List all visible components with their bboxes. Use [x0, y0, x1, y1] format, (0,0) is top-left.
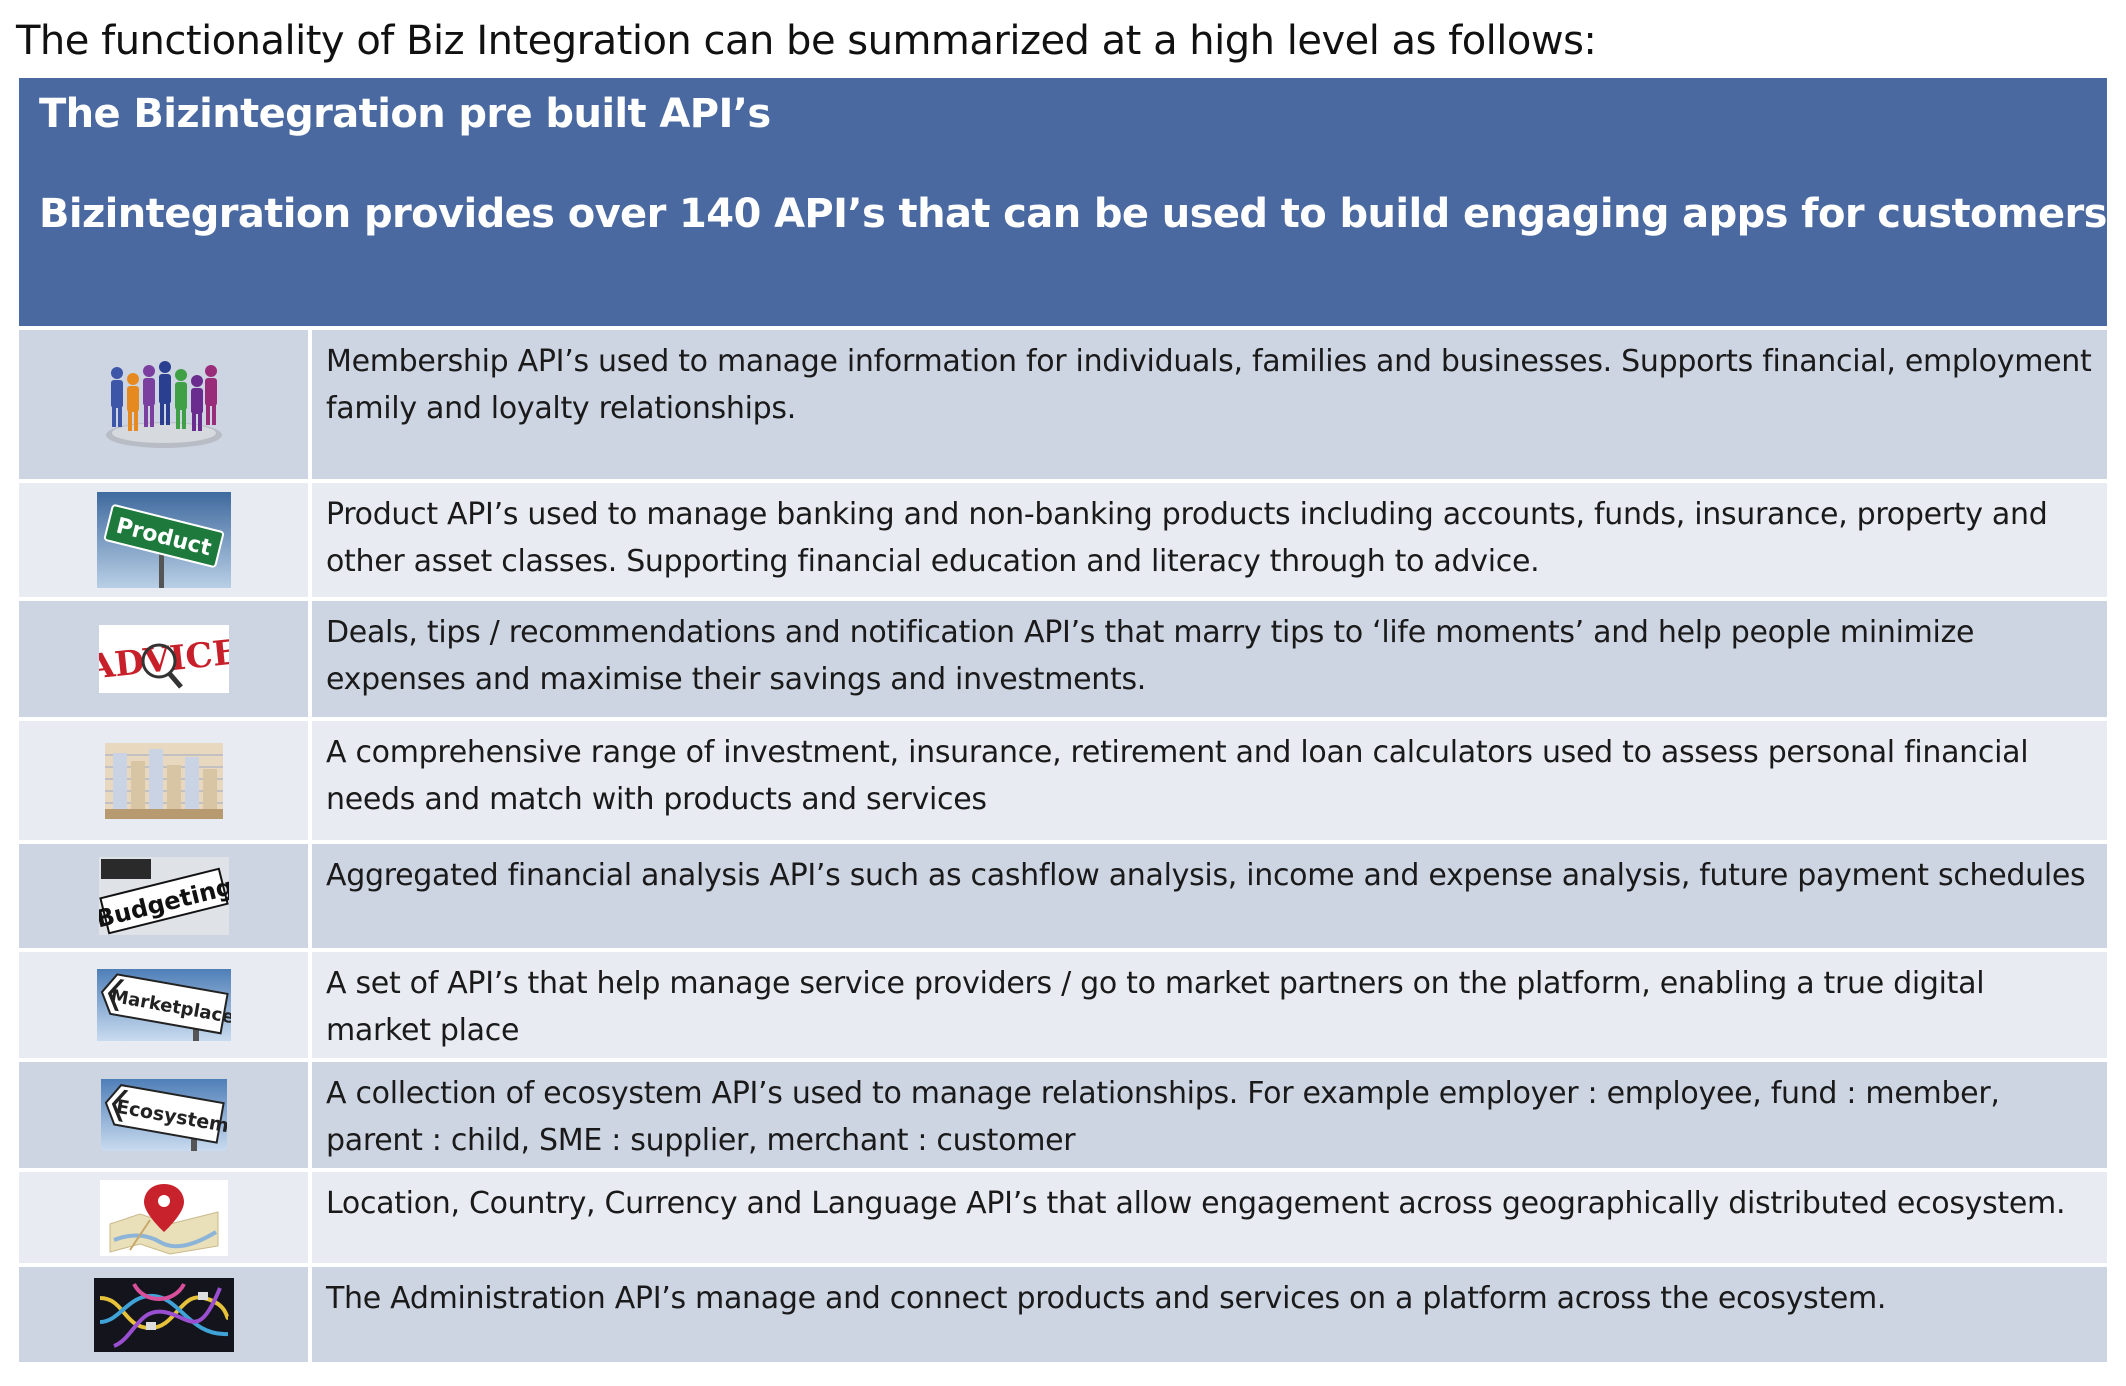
table-row: Product Product API’s used to manage ban… — [19, 483, 2107, 597]
row-description: A comprehensive range of investment, ins… — [312, 721, 2107, 840]
row-description: Aggregated financial analysis API’s such… — [312, 844, 2107, 948]
advice-icon: ADVICE — [98, 625, 229, 693]
calculator-chart-icon — [104, 742, 223, 819]
table-row: Location, Country, Currency and Language… — [19, 1172, 2107, 1263]
header-subtitle: Bizintegration provides over 140 API’s t… — [39, 191, 2107, 237]
icon-cell — [19, 330, 308, 479]
table-header: The Bizintegration pre built API’s Bizin… — [19, 78, 2107, 326]
row-description: Deals, tips / recommendations and notifi… — [312, 601, 2107, 717]
network-cables-icon — [93, 1277, 234, 1352]
icon-cell: ADVICE — [19, 601, 308, 717]
table-row: Ecosystem A collection of ecosystem API’… — [19, 1062, 2107, 1168]
header-title: The Bizintegration pre built API’s — [39, 91, 771, 137]
table-row: Marketplace A set of API’s that help man… — [19, 952, 2107, 1058]
row-description: A set of API’s that help manage service … — [312, 952, 2107, 1058]
row-description: Product API’s used to manage banking and… — [312, 483, 2107, 597]
icon-cell — [19, 1267, 308, 1362]
icon-cell: Marketplace — [19, 952, 308, 1058]
table-row: Membership API’s used to manage informat… — [19, 330, 2107, 479]
table-row: Budgeting Aggregated financial analysis … — [19, 844, 2107, 948]
table-row: A comprehensive range of investment, ins… — [19, 721, 2107, 840]
row-description: Membership API’s used to manage informat… — [312, 330, 2107, 479]
budgeting-icon: Budgeting — [98, 857, 229, 935]
row-description: The Administration API’s manage and conn… — [312, 1267, 2107, 1362]
people-group-icon — [105, 360, 222, 448]
table-row: ADVICE Deals, tips / recommendations and… — [19, 601, 2107, 717]
row-description: Location, Country, Currency and Language… — [312, 1172, 2107, 1263]
map-pin-icon — [99, 1179, 228, 1256]
intro-text: The functionality of Biz Integration can… — [16, 18, 1597, 64]
product-sign-icon: Product — [96, 492, 231, 588]
icon-cell — [19, 1172, 308, 1263]
api-table: The Bizintegration pre built API’s Bizin… — [19, 78, 2107, 1366]
icon-cell: Ecosystem — [19, 1062, 308, 1168]
icon-cell — [19, 721, 308, 840]
icon-cell: Budgeting — [19, 844, 308, 948]
table-rows: Membership API’s used to manage informat… — [19, 330, 2107, 1362]
ecosystem-sign-icon: Ecosystem — [100, 1079, 227, 1151]
table-row: The Administration API’s manage and conn… — [19, 1267, 2107, 1362]
marketplace-sign-icon: Marketplace — [96, 969, 231, 1041]
row-description: A collection of ecosystem API’s used to … — [312, 1062, 2107, 1168]
icon-cell: Product — [19, 483, 308, 597]
